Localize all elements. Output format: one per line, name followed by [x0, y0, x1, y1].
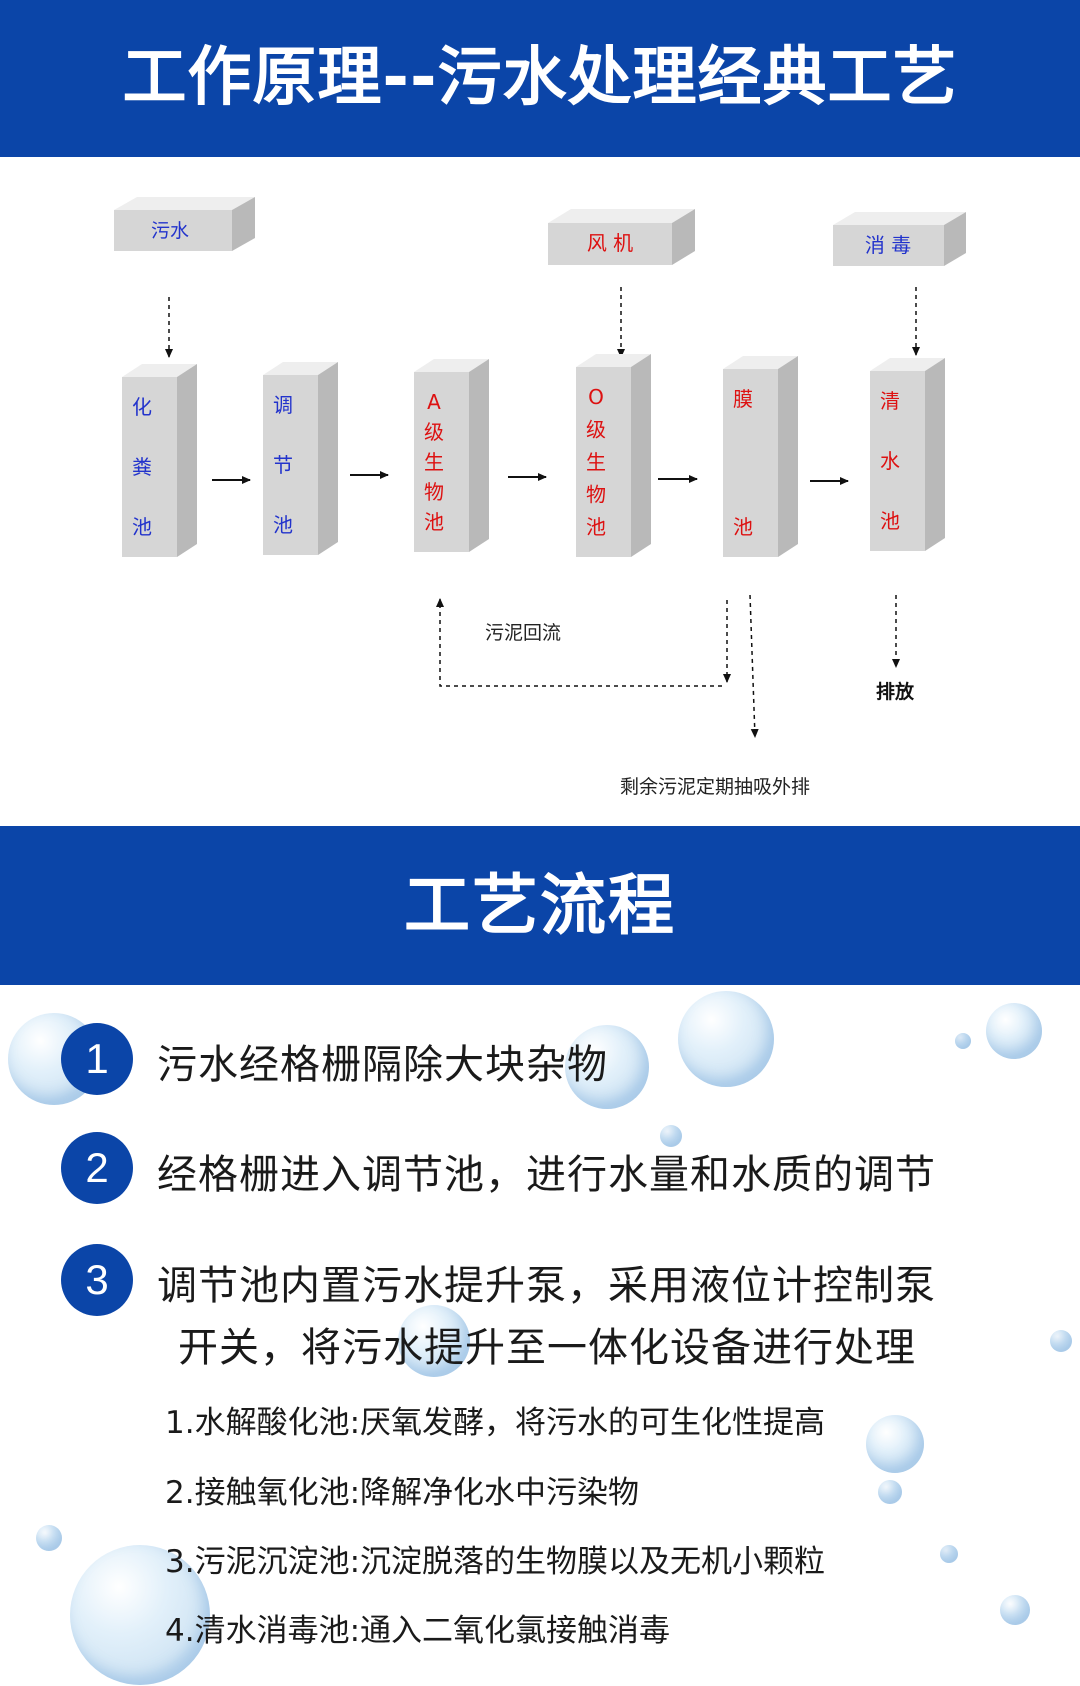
- water-drop-decoration: [940, 1545, 958, 1563]
- tank-1: 化粪池: [122, 364, 197, 557]
- substep-2: 2.接触氧化池:降解净化水中污染物: [165, 1475, 640, 1511]
- water-drop-decoration: [955, 1033, 971, 1049]
- disinfection-label: 消 毒: [865, 233, 911, 257]
- step-number-1: 1: [61, 1023, 133, 1095]
- step-text-3-line2: 开关，将污水提升至一体化设备进行处理: [178, 1325, 916, 1371]
- water-drop-decoration: [866, 1415, 924, 1473]
- tank-label-char: 生: [424, 450, 444, 474]
- tank-6: 清水池: [870, 358, 945, 551]
- water-drop-decoration: [678, 991, 774, 1087]
- tank-label-char: 物: [586, 483, 606, 507]
- water-drop-decoration: [1050, 1330, 1072, 1352]
- tank-label-char: 池: [132, 515, 152, 539]
- tank-label-char: 调: [273, 393, 293, 417]
- water-drop-decoration: [36, 1525, 62, 1551]
- process-steps: 1 污水经格栅隔除大块杂物 2 经格栅进入调节池，进行水量和水质的调节 3 调节…: [0, 985, 1080, 1686]
- input-box-disinfection: 消 毒: [833, 212, 966, 266]
- tank-label-char: 池: [424, 510, 444, 534]
- water-drop-decoration: [565, 1025, 649, 1109]
- tank-label-char: 粪: [132, 455, 152, 479]
- section-title: 工艺流程: [404, 867, 676, 944]
- tank-label-char: 池: [586, 515, 606, 539]
- substep-4: 4.清水消毒池:通入二氧化氯接触消毒: [165, 1613, 671, 1649]
- section-banner: 工艺流程: [0, 826, 1080, 985]
- tank-label-char: O: [588, 385, 604, 409]
- tank-label-char: A: [427, 390, 441, 414]
- tank-label-char: 级: [586, 418, 606, 442]
- water-drop-decoration: [660, 1125, 682, 1147]
- title-banner: 工作原理--污水处理经典工艺: [0, 0, 1080, 157]
- tank-label-char: 池: [273, 513, 293, 537]
- water-drop-decoration: [398, 1305, 470, 1377]
- sludge-return-arrow: [436, 598, 722, 687]
- step-number-3: 3: [61, 1244, 133, 1316]
- tank-label-char: 化: [132, 395, 152, 419]
- step-number-2: 2: [61, 1132, 133, 1204]
- tank-label-char: 节: [273, 453, 293, 477]
- discharge-label: 排放: [876, 680, 915, 703]
- tank-label-char: 生: [586, 450, 606, 474]
- tank-label-char: 池: [880, 509, 900, 533]
- substep-1: 1.水解酸化池:厌氧发酵，将污水的可生化性提高: [165, 1405, 826, 1441]
- tank-label-char: 水: [880, 449, 900, 473]
- sludge-return-label: 污泥回流: [485, 622, 561, 644]
- water-drop-decoration: [1000, 1595, 1030, 1625]
- tank-label-char: 膜: [733, 387, 753, 411]
- step-text-3-line1: 调节池内置污水提升泵，采用液位计控制泵: [157, 1263, 936, 1309]
- tank-label-char: 池: [733, 515, 753, 539]
- excess-sludge-arrow: [749, 594, 759, 738]
- tank-label-char: 清: [880, 389, 900, 413]
- step-text-1: 污水经格栅隔除大块杂物: [157, 1042, 608, 1088]
- sewage-label: 污水: [151, 220, 189, 242]
- tank-5: 膜池: [723, 356, 798, 557]
- excess-sludge-label: 剩余污泥定期抽吸外排: [620, 776, 810, 798]
- water-drop-decoration: [878, 1480, 902, 1504]
- step-text-2: 经格栅进入调节池，进行水量和水质的调节: [157, 1152, 936, 1198]
- water-drop-decoration: [70, 1545, 210, 1685]
- page-title: 工作原理--污水处理经典工艺: [122, 41, 958, 115]
- water-drop-decoration: [986, 1003, 1042, 1059]
- blower-label: 风 机: [587, 231, 633, 255]
- substep-3: 3.污泥沉淀池:沉淀脱落的生物膜以及无机小颗粒: [165, 1544, 826, 1580]
- input-box-blower: 风 机: [548, 209, 695, 265]
- tank-label-char: 物: [424, 480, 444, 504]
- tank-2: 调节池: [263, 362, 338, 555]
- tank-label-char: 级: [424, 420, 444, 444]
- input-box-sewage: 污水: [114, 197, 255, 251]
